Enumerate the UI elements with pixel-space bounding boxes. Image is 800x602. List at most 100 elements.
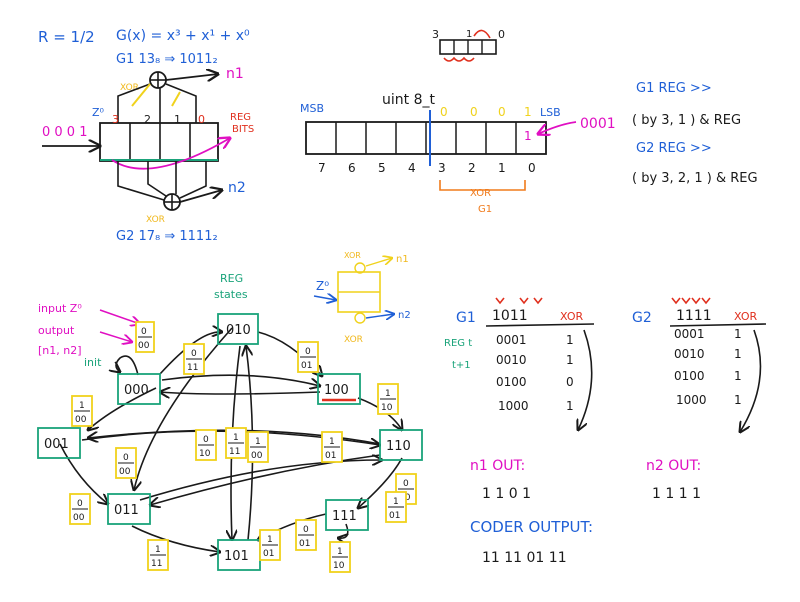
g2-row-2-reg: 0010	[674, 347, 705, 361]
transition-card-input: 1	[79, 401, 85, 411]
svg-text:n2: n2	[398, 310, 411, 321]
svg-text:010: 010	[226, 323, 251, 338]
transition-card-output: 11	[187, 363, 198, 373]
bit-index-3: 3	[438, 161, 446, 175]
coder-output-label: CODER OUTPUT:	[470, 518, 593, 536]
init-label: init	[84, 356, 102, 369]
transition-card: 111	[147, 539, 169, 571]
svg-text:100: 100	[324, 383, 349, 398]
state-node-101: 101	[217, 539, 261, 571]
g1-row-2-xor: 1	[566, 353, 574, 367]
svg-text:101: 101	[224, 549, 249, 564]
reg-cell-3: 3	[112, 113, 119, 126]
uint8-register: 3 1 0 uint 8_t MSB LSB 7 6 5 4 3 2 1 0 0…	[300, 28, 616, 215]
svg-text:XOR: XOR	[344, 335, 363, 345]
state-node-000: 000	[117, 373, 161, 405]
reg-cell-1: 1	[174, 113, 181, 126]
note-g2-line1: G2 REG >>	[636, 141, 712, 156]
register-input-bits: 0001	[580, 116, 616, 132]
svg-text:001: 001	[44, 437, 69, 452]
transition-card: 001	[295, 519, 317, 551]
svg-text:0: 0	[141, 327, 147, 337]
bit-index-5: 5	[378, 161, 386, 175]
g2-row-1-xor: 1	[734, 327, 742, 341]
reg-cell-2: 2	[144, 113, 151, 126]
msb-label: MSB	[300, 102, 324, 115]
g2-row-3-reg: 0100	[674, 369, 705, 383]
g2-row-2-xor: 1	[734, 347, 742, 361]
reg-t-label: REG t	[444, 338, 472, 349]
transition-card-output: 10	[381, 403, 393, 413]
svg-text:111: 111	[332, 509, 357, 524]
table-g2-xor: XOR	[734, 310, 757, 323]
table-g1-poly: 1011	[492, 308, 528, 324]
svg-text:states: states	[214, 288, 248, 301]
transition-card-output: 10	[199, 449, 211, 459]
input-bit-stream: 0 0 0 1	[42, 125, 87, 140]
g1-row-3-reg: 0100	[496, 375, 527, 389]
shift-register	[99, 122, 219, 162]
bit-index-0: 0	[528, 161, 536, 175]
note-g1-line1: G1 REG >>	[636, 81, 712, 96]
transition-card-input: 1	[155, 545, 161, 555]
transition-card: 000	[115, 447, 137, 479]
table-g2-poly: 1111	[676, 308, 712, 324]
bit-index-2: 2	[468, 161, 476, 175]
state-node-010: 010	[217, 313, 259, 345]
shift-notes: G1 REG >> ( by 3, 1 ) & REG G2 REG >> ( …	[632, 81, 758, 186]
transition-card-output: 01	[325, 451, 336, 461]
svg-text:1: 1	[524, 129, 532, 143]
rate-label: R = 1/2	[38, 28, 95, 46]
note-g1-line2: ( by 3, 1 ) & REG	[632, 113, 741, 128]
n1-out-label: n1 OUT:	[470, 458, 525, 474]
transition-card: 100	[247, 431, 269, 463]
g1-row-4-reg: 1000	[498, 399, 529, 413]
g2-row-3-xor: 1	[734, 369, 742, 383]
reg-states-label: REG	[220, 272, 243, 285]
transition-card-input: 1	[329, 437, 335, 447]
transition-card-output: 01	[299, 539, 310, 549]
register-g1-label: G1	[478, 204, 492, 215]
transition-card-output: 01	[301, 361, 312, 371]
transition-card: 001	[297, 341, 319, 373]
transition-card-input: 1	[255, 437, 261, 447]
generator-tables: G1 1011 XOR REG t t+1 0001 1 0010 1 0100…	[444, 297, 767, 566]
g2-octal-label: G2 17₈ ⇒ 1111₂	[116, 229, 218, 244]
n2-output-label: n2	[228, 180, 246, 196]
n1-output-label: n1	[226, 66, 244, 82]
state-node-001: 001	[37, 427, 81, 459]
transition-card: 110	[329, 541, 351, 573]
transition-card-output: 00	[73, 513, 85, 523]
g1-row-1-reg: 0001	[496, 333, 527, 347]
uint8-title: uint 8_t	[382, 92, 435, 108]
svg-text:000: 000	[124, 383, 149, 398]
transition-card-output: 11	[151, 559, 162, 569]
state-bit-2: 0	[470, 105, 478, 119]
transition-card-output: 01	[389, 511, 400, 521]
transition-card-output: 00	[251, 451, 263, 461]
bit-index-1: 1	[498, 161, 506, 175]
transition-card: 100	[71, 395, 93, 427]
transition-card-input: 1	[385, 389, 391, 399]
n2-out-value: 1 1 1 1	[652, 486, 701, 502]
transition-card-output: 10	[333, 561, 345, 571]
svg-text:110: 110	[386, 439, 411, 454]
t1-label: t+1	[452, 360, 471, 371]
reg-cell-0: 0	[198, 113, 205, 126]
transition-card: 111	[225, 427, 247, 459]
state-node-111: 111	[325, 499, 369, 531]
g1-row-3-xor: 0	[566, 375, 574, 389]
state-node-100: 100	[317, 373, 361, 405]
svg-text:Z⁰: Z⁰	[316, 279, 329, 293]
note-g2-line2: ( by 3, 2, 1 ) & REG	[632, 171, 758, 186]
table-g1-xor: XOR	[560, 310, 583, 323]
transition-cards: 0111000001110011100101000101010001111010…	[69, 341, 417, 573]
transition-card-input: 1	[393, 497, 399, 507]
xor-top-label: XOR	[120, 83, 139, 93]
bit-index-7: 7	[318, 161, 326, 175]
transition-card-input: 0	[203, 435, 209, 445]
transition-card: 101	[385, 491, 407, 523]
transition-card-input: 0	[305, 347, 311, 357]
xor-bottom-label: XOR	[146, 215, 165, 225]
